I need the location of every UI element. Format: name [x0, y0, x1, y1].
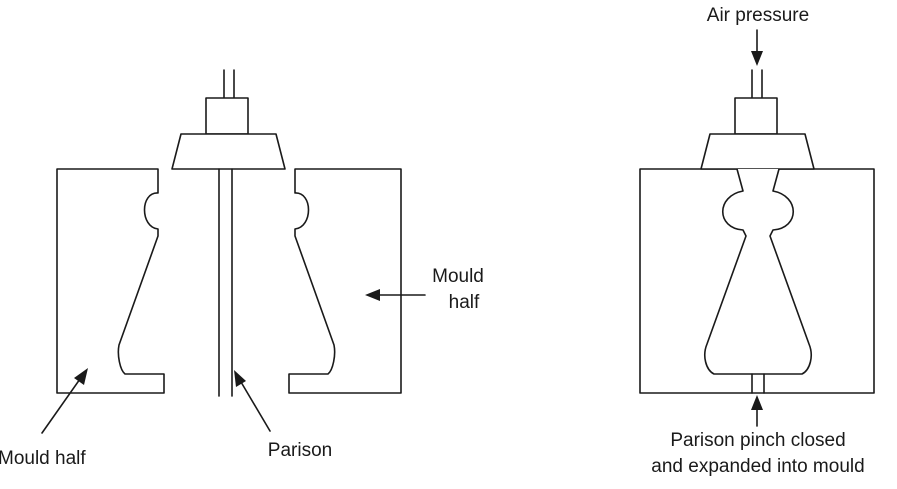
die-block-right	[734, 97, 778, 135]
label-mould-half-right-line2: half	[449, 292, 480, 313]
die-head	[171, 133, 286, 170]
arrow-mould-half-left-head	[74, 368, 88, 385]
open-mould-assembly: Mould half Mould half Parison	[0, 69, 484, 469]
arrow-mould-half-left-shaft	[41, 378, 81, 434]
arrow-parison-shaft	[240, 381, 271, 432]
closed-mould-assembly: Air pressure Parison pinch closed and ex…	[639, 5, 875, 477]
arrow-air-pressure-head	[751, 51, 763, 66]
arrow-parison-head	[234, 370, 246, 387]
label-mould-half-right-line1: Mould	[432, 266, 484, 287]
label-pinch-line2: and expanded into mould	[651, 456, 864, 477]
label-mould-half-left: Mould half	[0, 448, 86, 469]
arrow-mould-half-right-head	[365, 289, 380, 301]
mould-half-right	[288, 168, 402, 394]
die-head-right	[700, 133, 815, 170]
mould-half-left	[56, 168, 165, 394]
label-pinch-line1: Parison pinch closed	[670, 430, 845, 451]
label-parison: Parison	[268, 440, 332, 461]
bottle-cavity	[704, 168, 812, 375]
die-block	[205, 97, 249, 135]
arrow-pinch-head	[751, 395, 763, 410]
label-air-pressure: Air pressure	[707, 5, 809, 26]
